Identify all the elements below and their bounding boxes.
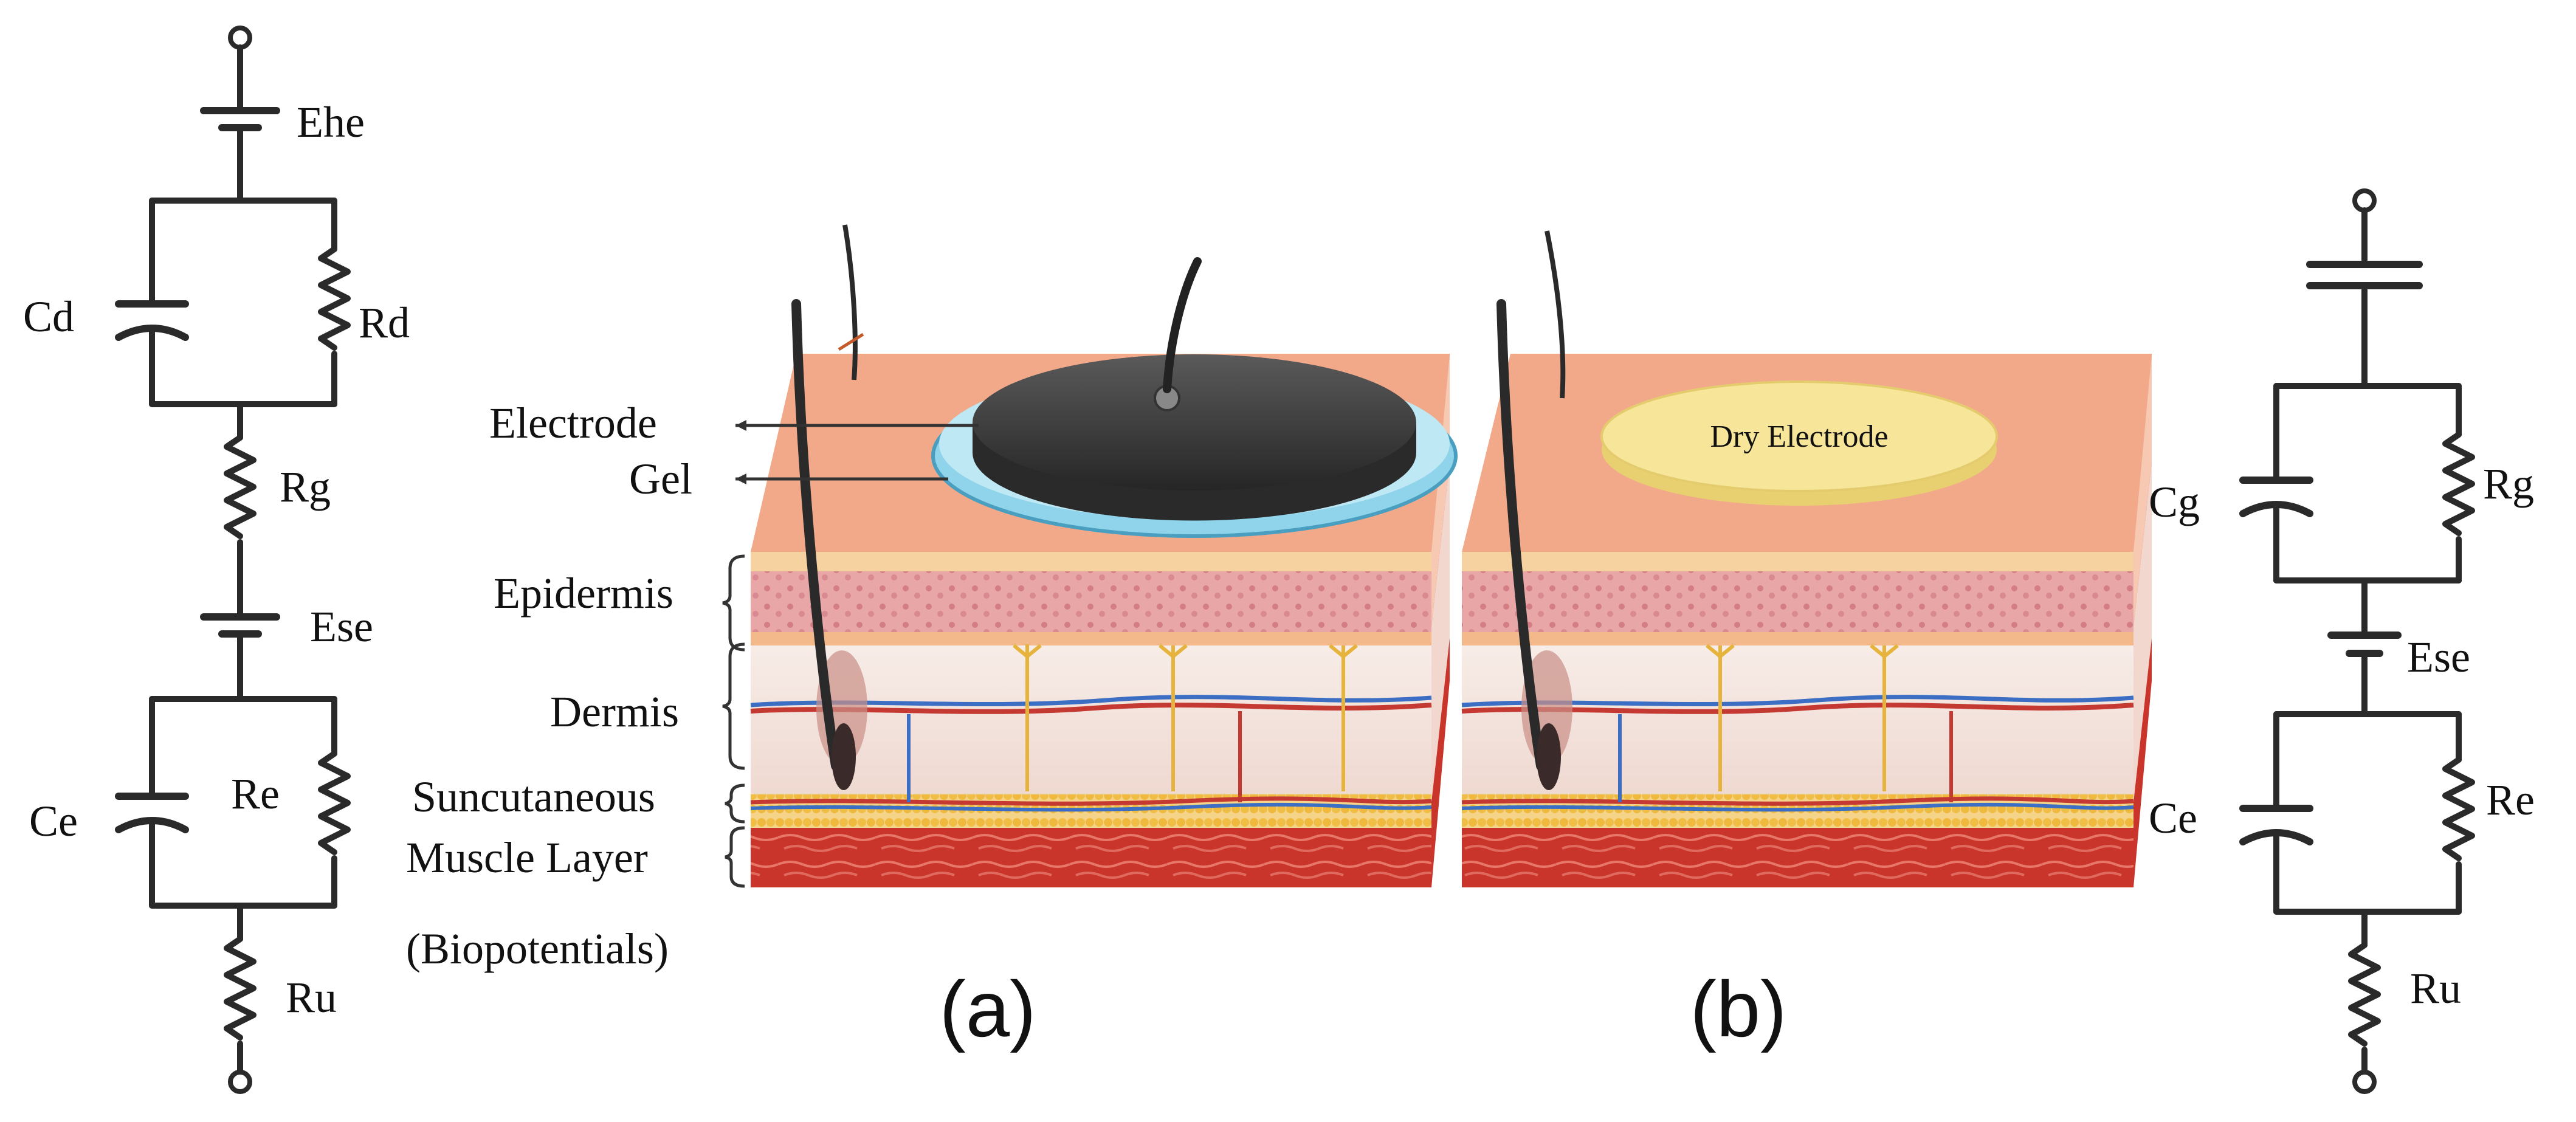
label-ese-right: Ese [2407, 633, 2470, 681]
label-cd: Cd [23, 292, 74, 341]
hair-follicle-b [1496, 299, 1546, 771]
terminal-bottom-right [2352, 1070, 2377, 1094]
hair-follicle-a [791, 299, 841, 771]
label-re: Re [231, 769, 280, 818]
label-ru-right: Ru [2410, 964, 2461, 1013]
label-ce: Ce [29, 797, 78, 845]
resistor-rg-right [2442, 432, 2475, 536]
label-gel: Gel [629, 455, 692, 503]
layer-labels: Electrode Gel Epidermis Dermis Suncutane… [406, 399, 979, 973]
resistor-re-right [2442, 757, 2475, 861]
resistor-ru [224, 936, 257, 1041]
muscle-b [1462, 828, 2133, 887]
muscle-a [751, 828, 1431, 887]
dry-electrode-label: Dry Electrode [1710, 419, 1888, 454]
label-dermis: Dermis [550, 687, 679, 736]
terminal-bottom-left [228, 1070, 252, 1094]
electrode-lead [1163, 257, 1202, 393]
resistor-re [318, 751, 351, 855]
dermis-b [1462, 645, 2133, 794]
panel-label-a: (a) [940, 965, 1036, 1053]
label-ce-right: Ce [2149, 794, 2197, 842]
label-muscle: Muscle Layer [406, 833, 648, 882]
resistor-rd [318, 246, 351, 351]
label-rg: Rg [280, 463, 331, 511]
left-equivalent-circuit: Ehe Cd Rd Rg Ese Ce Re Ru [23, 26, 410, 1094]
label-re-right: Re [2486, 776, 2535, 824]
skin-block-wet-electrode [750, 224, 1458, 887]
label-ehe: Ehe [297, 98, 365, 146]
label-epidermis: Epidermis [494, 569, 673, 618]
label-ese: Ese [310, 602, 373, 651]
label-electrode: Electrode [489, 399, 657, 447]
label-biopotentials: (Biopotentials) [406, 924, 669, 973]
stratum-a [751, 552, 1431, 571]
electrode-disk [973, 354, 1416, 490]
epidermis-b [1462, 571, 2133, 632]
dry-electrode [1600, 380, 1998, 492]
epidermis-a [751, 571, 1431, 632]
resistor-rg-left [224, 435, 257, 539]
label-cg-right: Cg [2149, 478, 2200, 526]
panel-label-b: (b) [1690, 965, 1787, 1053]
label-rd: Rd [359, 298, 410, 347]
label-rg-right: Rg [2483, 459, 2534, 508]
skin-block-dry-electrode: Dry Electrode [1461, 230, 2152, 887]
resistor-ru-right [2348, 942, 2381, 1047]
label-ru: Ru [286, 973, 337, 1022]
label-subcutaneous: Suncutaneous [412, 773, 655, 821]
right-equivalent-circuit: Cg Rg Ese Ce Re Ru [2149, 188, 2535, 1094]
